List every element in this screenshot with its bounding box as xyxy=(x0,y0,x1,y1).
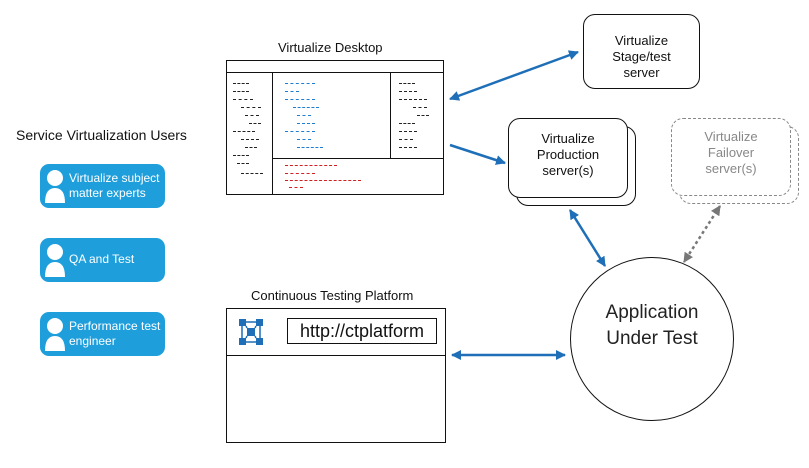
users-title: Service Virtualization Users xyxy=(16,127,187,143)
aut-circle xyxy=(570,257,734,421)
stage-server-box: Virtualize Stage/test server xyxy=(583,14,700,89)
user-sme-label: Virtualize subject matter experts xyxy=(69,171,160,200)
failover-server-label: Virtualize Failover server(s) xyxy=(704,129,758,176)
desktop-right-pane xyxy=(390,73,443,158)
stage-server-label: Virtualize Stage/test server xyxy=(612,33,671,80)
aut-label: Application Under Test xyxy=(605,302,699,349)
desktop-stage-arrow xyxy=(449,50,579,101)
user-sme-button[interactable]: Virtualize subject matter experts xyxy=(40,164,165,208)
desktop-bottom-pane xyxy=(273,158,443,159)
user-icon xyxy=(45,244,65,277)
user-perf-label: Performance test engineer xyxy=(69,319,161,348)
user-qa-button[interactable]: QA and Test xyxy=(40,238,165,282)
ctp-header xyxy=(227,309,445,356)
user-perf-button[interactable]: Performance test engineer xyxy=(40,312,165,356)
failover-server-box: Virtualize Failover server(s) xyxy=(671,118,791,196)
user-qa-label: QA and Test xyxy=(69,252,135,266)
desktop-production-arrow xyxy=(449,143,506,165)
ctp-window: http://ctplatform xyxy=(226,308,446,443)
desktop-title: Virtualize Desktop xyxy=(278,40,383,55)
user-icon xyxy=(45,170,65,203)
ctp-logo-icon xyxy=(239,319,263,345)
desktop-window xyxy=(226,60,444,195)
desktop-left-pane xyxy=(227,73,273,194)
desktop-toolbar xyxy=(227,61,443,73)
ctp-title: Continuous Testing Platform xyxy=(251,288,414,303)
failover-aut-arrow xyxy=(682,205,722,263)
user-icon xyxy=(45,318,65,351)
production-server-label: Virtualize Production server(s) xyxy=(536,131,600,178)
production-server-box: Virtualize Production server(s) xyxy=(508,118,628,198)
ctp-url-field[interactable]: http://ctplatform xyxy=(287,318,437,344)
production-aut-arrow xyxy=(568,209,607,267)
